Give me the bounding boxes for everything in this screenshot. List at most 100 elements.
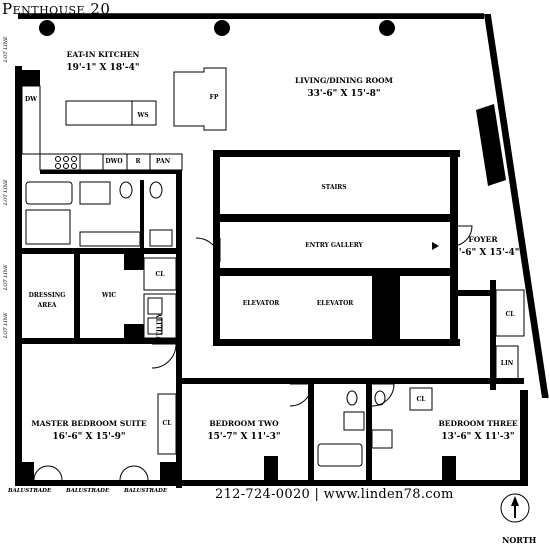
entry-arrow [432,242,439,250]
ws-label: WS [137,112,149,119]
vanity-3 [149,229,173,247]
dryer [147,317,163,335]
wall-left-block [22,70,40,86]
linework [18,13,549,523]
partition-kitchen-bath [40,170,182,174]
balustrade-label-1: BALUSTRADE [8,488,52,494]
gallery-label: ENTRY GALLERY [305,242,363,249]
bed3-label: BEDROOM THREE [438,419,518,428]
elevator-label-1: ELEVATOR [242,300,280,307]
wall-right-angled [484,14,548,398]
kitchen-label: EAT-IN KITCHEN [66,50,140,59]
partition-dressing-master [22,338,182,344]
closet-hall-label: CL [155,271,165,278]
toilet-1 [119,181,133,199]
pier-1 [22,462,34,482]
closet-bath-label: CL [416,396,426,403]
foyer-label: FOYER [468,235,498,244]
core-shaft [372,268,400,346]
pier-4 [442,456,456,482]
partition-master-bath [176,170,182,488]
closet-master [157,393,177,455]
core-stair-divider [213,214,458,222]
wic-corner-1 [124,254,144,270]
shower-1 [25,209,71,245]
dressing-label-2: AREA [37,302,57,309]
vanity-2 [79,231,141,247]
door-master [151,343,177,369]
north-arrow-head [511,496,519,506]
bathtub-2 [317,443,363,467]
core-wall-right [450,150,458,346]
r-label: R [135,158,141,165]
pier-3 [264,456,278,482]
burner-1 [55,156,61,162]
closet-bath [409,387,433,411]
vanity-1 [79,181,111,205]
balustrade-label-2: BALUSTRADE [66,488,110,494]
door-gallery [195,237,221,263]
north-arrow-shaft [514,504,516,518]
kitchen-counter-left [21,85,41,155]
partition-bedroom-row [176,378,524,384]
dressing-label-1: DRESSING [28,292,66,299]
terrace-door-3 [119,465,135,481]
burner-5 [63,163,69,169]
core-elevator-divider [213,268,458,276]
terrace-door-1 [33,465,49,481]
living-dims: 33'-6" X 15'-8" [307,89,381,99]
lot-line-label-2: LOT LINE [3,179,9,205]
foyer-dims: 7'-6" X 15'-4" [452,248,520,258]
burner-3 [71,156,77,162]
kitchen-dims: 19'-1" X 18'-4" [66,63,140,73]
washer [147,297,163,315]
burner-2 [63,156,69,162]
column-1 [39,20,55,36]
core-wall-bottom [213,339,460,346]
fireplace-outline [173,67,227,131]
door-foyer [451,225,473,247]
door-bed2 [289,383,313,407]
bathtub-1 [25,181,73,205]
lot-line-label-1: LOT LINE [3,36,9,62]
kitchen-counter-bottom [39,153,183,171]
north-label: NORTH [502,535,537,545]
closet-master-label: CL [162,420,172,427]
door-bed3 [371,383,395,407]
column-2 [214,20,230,36]
partition-bath-dressing [22,248,182,254]
contact-footer: 212-724-0020 | www.linden78.com [215,487,454,502]
partition-bed2-bath [308,378,314,486]
plan-title: Penthouse 20 [2,0,111,18]
balustrade-label-3: BALUSTRADE [124,488,168,494]
north-arrow-circle [500,493,530,523]
bed2-label: BEDROOM TWO [209,419,279,428]
wic-label: WIC [101,292,117,299]
bath-wall-inner [140,180,144,248]
terrace-door-2 [47,465,63,481]
partition-bath-bed3 [366,378,372,486]
dwo-label: DWO [105,158,123,165]
vanity-bath-2 [343,411,365,431]
utility-label: UTILITY [156,313,164,342]
walls [15,14,548,488]
master-label: MASTER BEDROOM SUITE [31,419,147,428]
bed3-dims: 13'-6" X 11'-3" [441,432,515,442]
wall-top [18,14,484,19]
toilet-2 [149,181,163,199]
master-dims: 16'-6" X 15'-9" [52,432,126,442]
stairs-label: STAIRS [321,184,347,191]
bed2-dims: 15'-7" X 11'-3" [207,432,281,442]
wall-bottom [15,480,525,486]
wic-corner-2 [124,324,144,338]
pan-label: PAN [155,158,171,165]
partition-foyer-closet [458,290,494,296]
elevator-label-2: ELEVATOR [316,300,354,307]
utility-room [143,293,177,339]
closet-foyer [495,289,525,337]
dw-label: DW [25,96,37,103]
glazing-right [489,13,549,399]
vanity-bath-3 [371,429,393,449]
partition-dressing-wic [74,254,80,338]
